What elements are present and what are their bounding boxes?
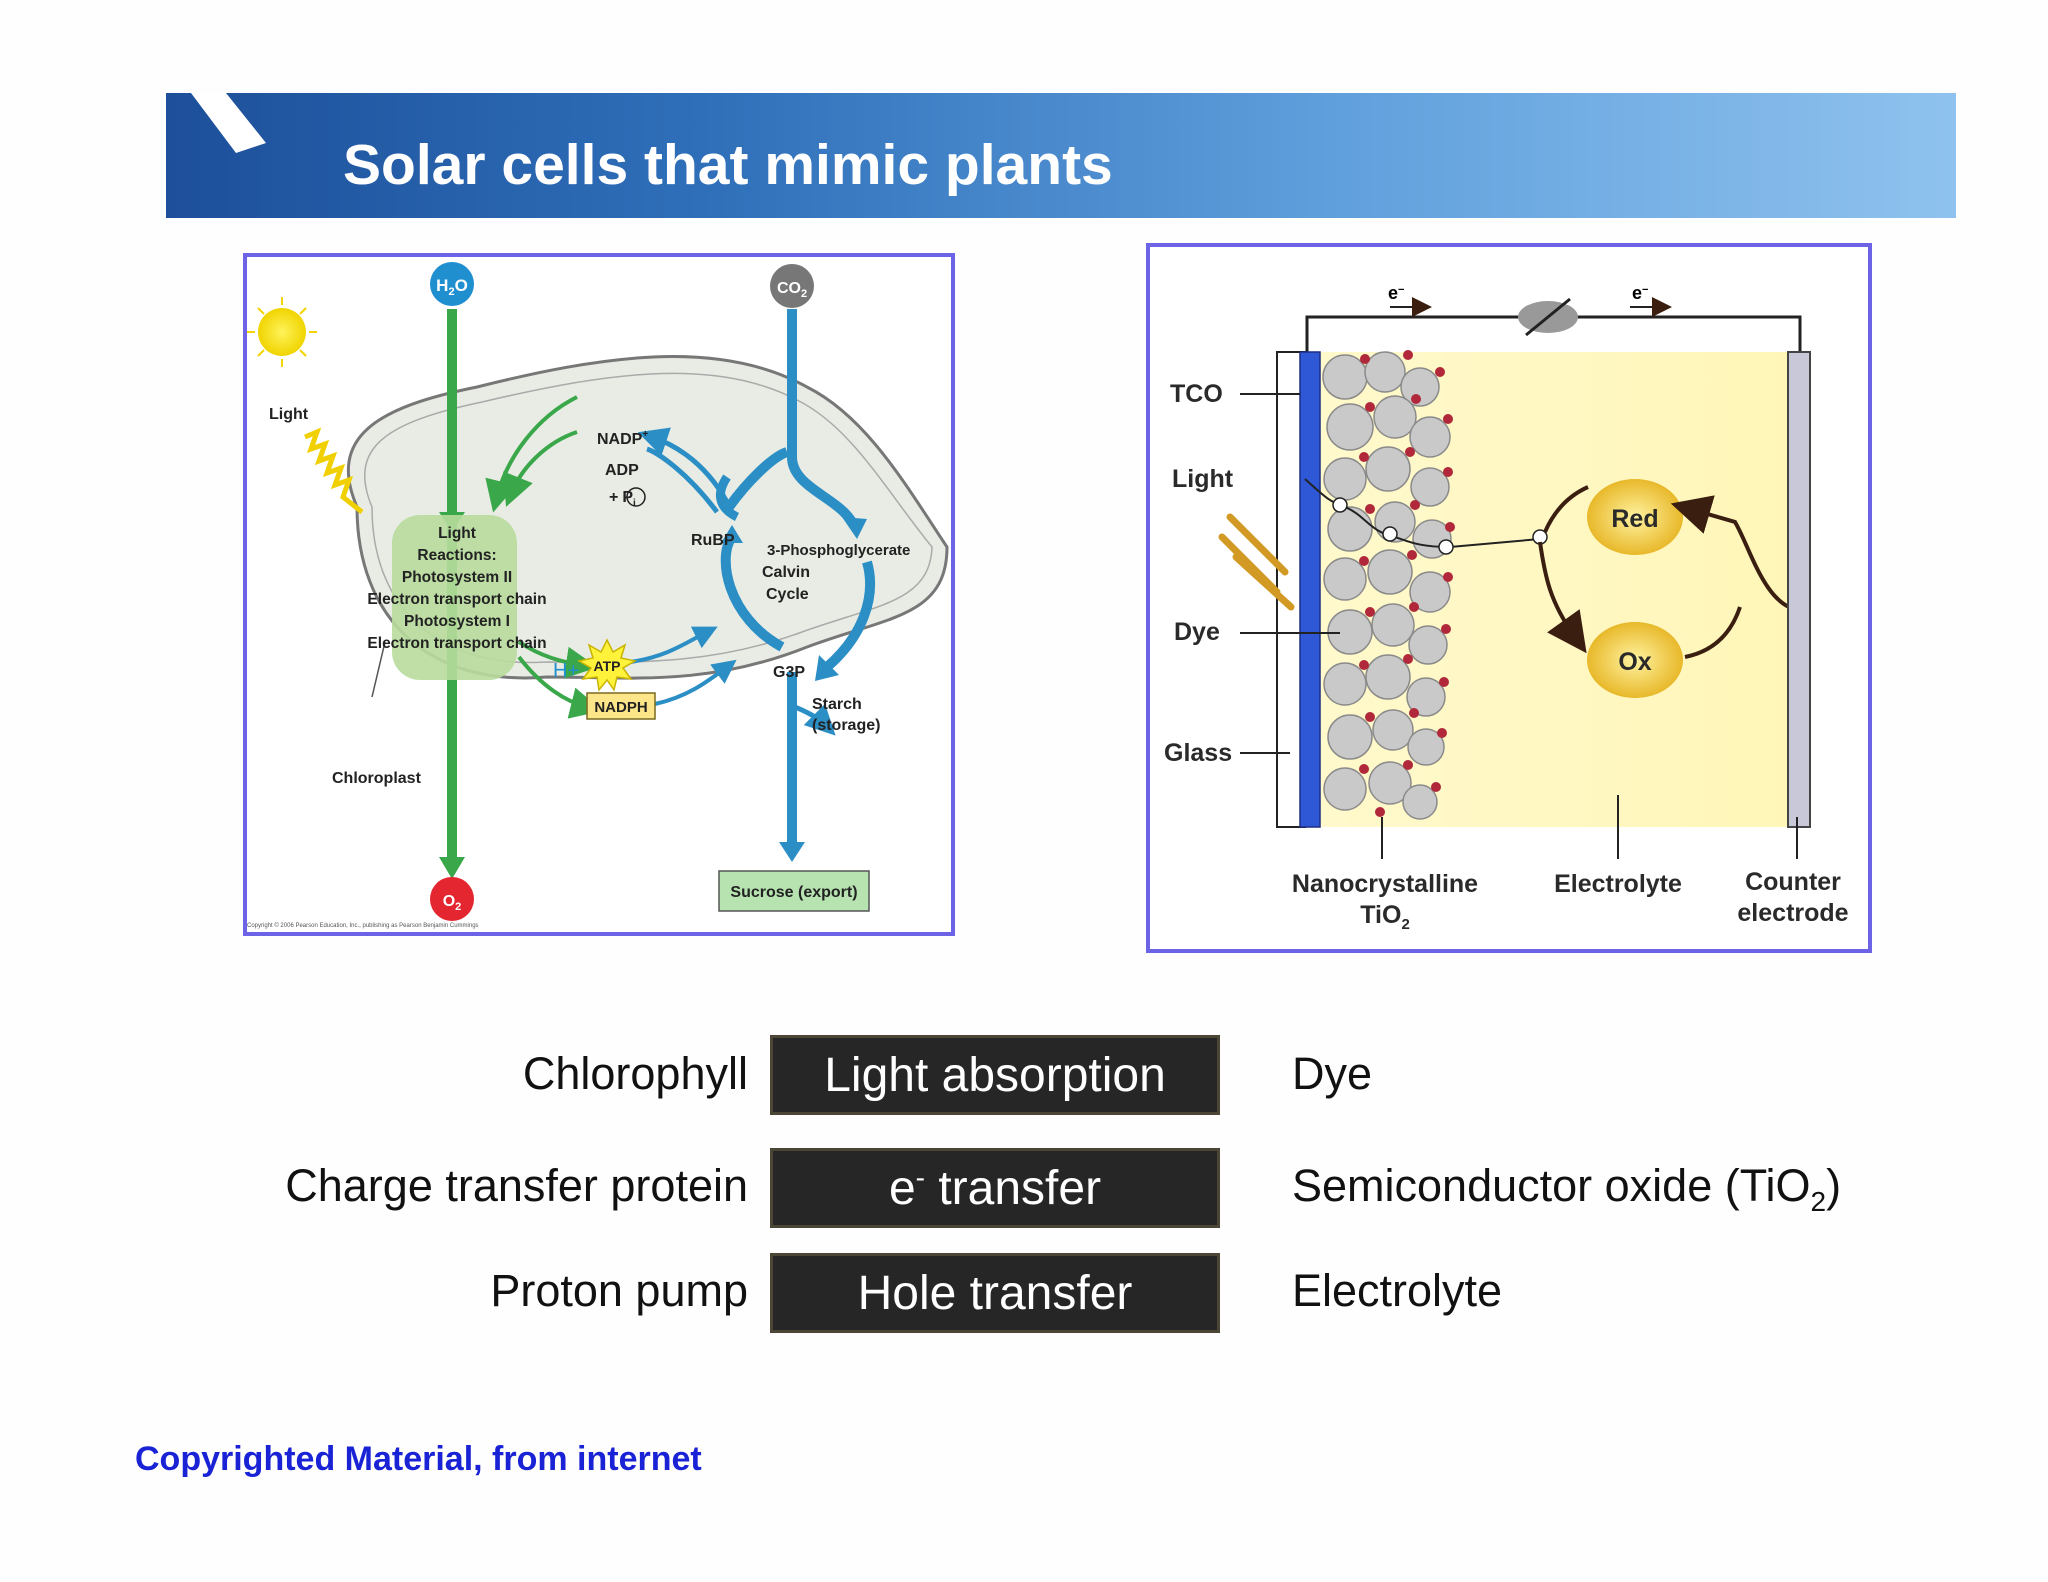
photosynthesis-diagram: H2O CO2 [243, 253, 955, 936]
tio2-label: TiO2 [1360, 901, 1410, 933]
atp-label: ATP [594, 658, 621, 674]
hplus-label: H+ [553, 660, 579, 682]
solar-cell-svg: e− e− [1164, 283, 1849, 933]
h2o-node: H2O [430, 262, 474, 306]
tco-label: TCO [1170, 380, 1223, 408]
dye-molecules [1359, 350, 1455, 817]
rubp-label: RuBP [691, 532, 735, 549]
solar-term: Semiconductor oxide (TiO2) [1292, 1160, 1842, 1217]
electron-label-right: e− [1632, 283, 1648, 303]
process-box: e- transfer [770, 1148, 1220, 1228]
dye-label: Dye [1174, 618, 1220, 646]
light-label: Light [269, 406, 309, 423]
electron-label-left: e− [1388, 283, 1404, 303]
chloroplast-label: Chloroplast [332, 770, 422, 787]
nadph-box [586, 692, 656, 720]
red-label: Red [1611, 505, 1658, 533]
nadph-label: NADPH [594, 699, 647, 716]
g3p-label: G3P [773, 664, 805, 681]
svg-text:Electron transport chain: Electron transport chain [367, 591, 546, 608]
co2-node: CO2 [770, 264, 814, 308]
phosphoglycerate-label: 3-Phosphoglycerate [767, 542, 910, 559]
page-title: Solar cells that mimic plants [343, 133, 1113, 197]
process-box: Hole transfer [770, 1253, 1220, 1333]
light-reactions-label: Light Reactions: Photosystem II Electron… [367, 525, 546, 652]
solar-term: Dye [1292, 1048, 1373, 1099]
red-species [1587, 479, 1683, 555]
electrolyte-label: Electrolyte [1554, 870, 1682, 898]
ox-label: Ox [1618, 648, 1651, 676]
sucrose-label: Sucrose (export) [730, 884, 857, 901]
figure-copyright: Copyright © 2006 Pearson Education, Inc.… [247, 922, 479, 929]
photosynthesis-svg: H2O CO2 [247, 262, 949, 929]
light-rays-icon [1218, 513, 1295, 611]
starch-label-2: (storage) [812, 717, 880, 734]
light-zigzag-icon [304, 427, 364, 514]
svg-text:Photosystem I: Photosystem I [404, 613, 510, 630]
electron-path [1304, 478, 1541, 549]
svg-text:Electron transport chain: Electron transport chain [367, 635, 546, 652]
svg-text:Photosystem II: Photosystem II [402, 569, 512, 586]
title-banner [166, 93, 1956, 218]
calvin-label-2: Cycle [766, 586, 809, 603]
solar-term: Electrolyte [1292, 1265, 1503, 1316]
light-label: Light [1172, 465, 1234, 493]
svg-text:O2: O2 [443, 893, 462, 913]
counter-label: Counter [1745, 868, 1841, 896]
co2-flow-arrow [787, 309, 857, 525]
nadp-label: NADP+ [597, 429, 648, 448]
glass-label: Glass [1164, 739, 1232, 767]
starch-label-1: Starch [812, 696, 862, 713]
copyright-note: Copyrighted Material, from internet [135, 1440, 702, 1478]
svg-text:CO2: CO2 [777, 280, 807, 300]
nanocrystalline-label: Nanocrystalline [1292, 870, 1478, 898]
plant-term: Charge transfer protein [285, 1160, 748, 1211]
process-box: Light absorption [770, 1035, 1220, 1115]
tco-layer [1299, 351, 1321, 828]
pi-label: +Pi [609, 489, 636, 509]
sucrose-box [718, 870, 870, 912]
electrode-label: electrode [1737, 899, 1848, 927]
solar-cell-diagram: e− e− [1146, 243, 1872, 953]
counter-electrode [1787, 351, 1811, 828]
svg-text:Light: Light [438, 525, 476, 542]
svg-text:H2O: H2O [436, 276, 468, 298]
plant-term: Proton pump [490, 1265, 748, 1316]
svg-text:Reactions:: Reactions: [417, 547, 496, 564]
plant-term: Chlorophyll [522, 1048, 748, 1099]
ox-species [1587, 622, 1683, 698]
adp-label: ADP [605, 462, 639, 479]
atp-star-icon [576, 638, 638, 692]
banner-notch-decoration [191, 93, 266, 153]
o2-node: O2 [430, 877, 474, 921]
sun-icon [247, 297, 317, 367]
tio2-nanoparticles [1322, 351, 1452, 820]
calvin-cycle-arc [823, 560, 875, 671]
light-reactions-blob [392, 515, 517, 680]
calvin-label-1: Calvin [762, 564, 810, 581]
